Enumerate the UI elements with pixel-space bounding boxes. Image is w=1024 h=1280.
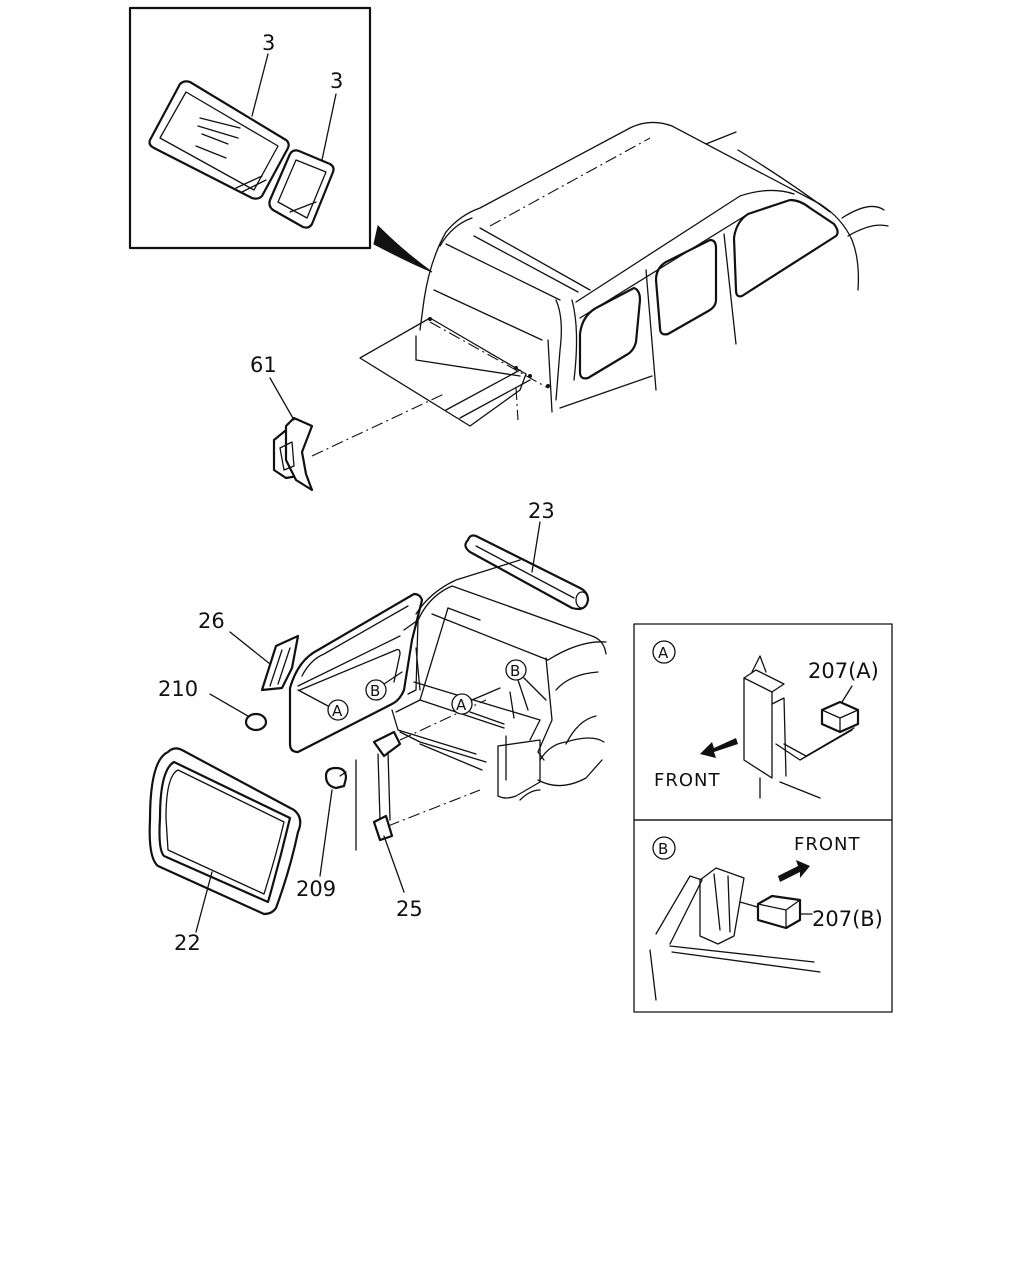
front-label: FRONT <box>794 834 861 855</box>
detail-part-label: 207(B) <box>812 907 883 931</box>
glass-panel-small <box>268 149 335 229</box>
detail-marker: B <box>658 840 668 858</box>
callout-label: 3 <box>262 31 275 55</box>
callout-label: 210 <box>158 677 198 701</box>
inset-frame <box>128 6 372 250</box>
detail-part-label: 207(A) <box>808 659 879 683</box>
callout-label: 22 <box>174 931 201 955</box>
grommet: 210 <box>158 677 268 732</box>
vehicle-rear-lower: 23 <box>148 499 607 955</box>
leader-line <box>383 835 405 893</box>
weatherstrip-roll: 23 <box>464 499 590 611</box>
rear-door-open <box>288 592 424 754</box>
callout-label: 61 <box>250 353 277 377</box>
glass-panel-large <box>148 80 290 200</box>
vehicle-rear-upper <box>359 121 889 427</box>
detail-view-b: B FRONT 207(B) <box>633 819 893 1013</box>
callout-label: 25 <box>396 897 423 921</box>
svg-text:A: A <box>456 696 467 714</box>
hinge-bracket: 25 <box>355 699 487 921</box>
trim-clip: 61 <box>250 353 445 492</box>
molding-strip: 26 <box>198 609 300 692</box>
detail-view-a: A 207(A) FRONT <box>633 623 893 821</box>
leader-line <box>321 93 337 161</box>
leader-line <box>269 377 295 421</box>
svg-text:B: B <box>510 662 520 680</box>
leader-line <box>195 871 213 933</box>
callout-label: 23 <box>528 499 555 523</box>
glass-inset: 3 3 <box>128 6 372 250</box>
svg-text:B: B <box>370 682 380 700</box>
reference-marker-body-a: A <box>451 687 505 725</box>
fastener: 209 <box>296 766 348 901</box>
leader-line <box>531 521 541 573</box>
reference-marker-door-a: A <box>297 689 349 721</box>
inset-pointer <box>373 225 433 273</box>
leader-line <box>209 693 249 717</box>
reference-marker-door-b: B <box>365 671 403 701</box>
callout-label: 26 <box>198 609 225 633</box>
leader-line <box>841 685 853 703</box>
front-label: FRONT <box>654 770 721 791</box>
direction-arrow <box>700 738 738 758</box>
detail-marker: A <box>658 644 669 662</box>
leader-line <box>319 789 333 877</box>
detail-frame <box>633 819 893 1013</box>
quarter-glass: 22 <box>148 747 302 955</box>
direction-arrow <box>778 860 810 882</box>
svg-text:A: A <box>332 702 343 720</box>
leader-line <box>229 631 271 665</box>
callout-label: 209 <box>296 877 336 901</box>
callout-label: 3 <box>330 69 343 93</box>
reference-marker-body-b: B <box>505 659 547 711</box>
leader-line <box>251 53 269 117</box>
